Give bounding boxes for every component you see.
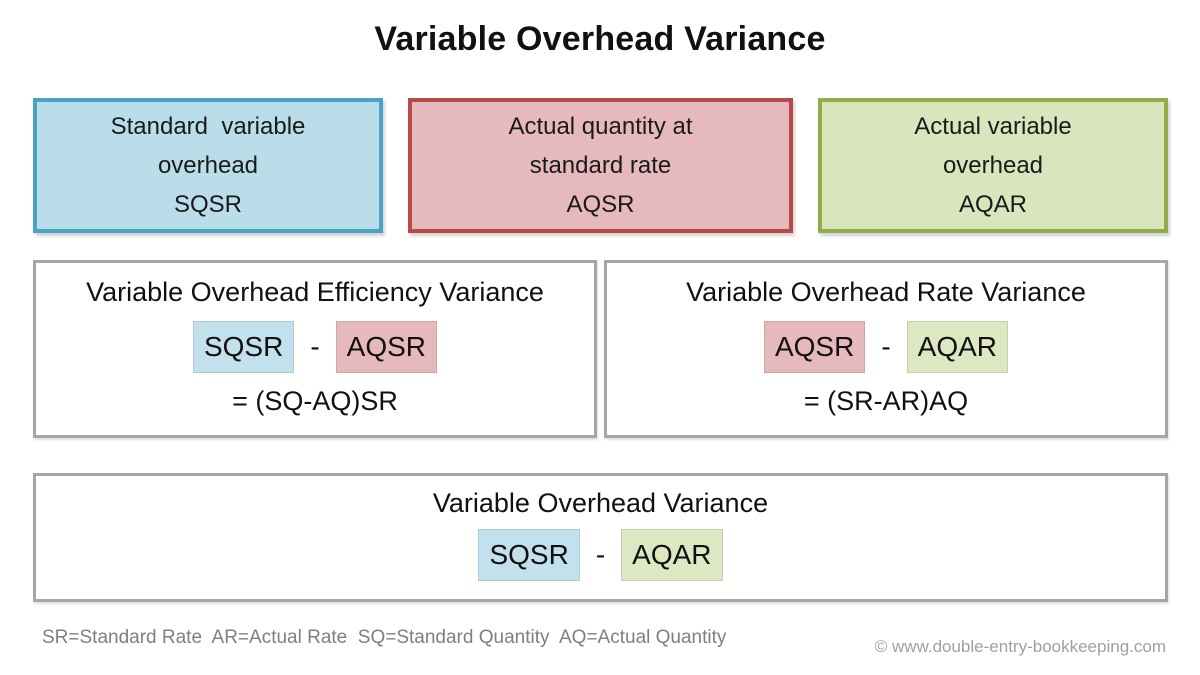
- panel-title: Variable Overhead Rate Variance: [686, 277, 1086, 307]
- chip-aqsr: AQSR: [763, 321, 866, 373]
- formula-row: SQSR - AQAR: [478, 529, 723, 581]
- abbreviation-legend: SR=Standard Rate AR=Actual Rate SQ=Stand…: [42, 627, 727, 648]
- chip-aqar: AQAR: [621, 529, 723, 581]
- chip-sqsr: SQSR: [478, 529, 580, 581]
- panel-total-variance: Variable Overhead Variance SQSR - AQAR: [33, 473, 1168, 602]
- equation: = (SR-AR)AQ: [803, 386, 969, 416]
- equation: = (SQ-AQ)SR: [232, 386, 398, 416]
- box-label: Actual variable overhead: [914, 113, 1072, 179]
- box-label: Actual quantity at standard rate: [508, 113, 693, 179]
- box-actual-variable-overhead: Actual variable overhead AQAR: [818, 98, 1168, 233]
- copyright-notice: © www.double-entry-bookkeeping.com: [874, 637, 1166, 656]
- panel-efficiency-variance: Variable Overhead Efficiency Variance SQ…: [33, 260, 597, 438]
- formula-row: AQSR - AQAR: [763, 321, 1009, 373]
- box-label: Standard variable overhead: [110, 113, 306, 179]
- formula-row: SQSR - AQSR: [192, 321, 438, 373]
- box-standard-variable-overhead: Standard variable overhead SQSR: [33, 98, 383, 233]
- box-code-aqar: AQAR: [958, 191, 1027, 218]
- box-code-aqsr: AQSR: [566, 191, 635, 218]
- minus-sign: -: [595, 539, 606, 570]
- box-code-sqsr: SQSR: [173, 191, 242, 218]
- page-title: Variable Overhead Variance: [374, 20, 826, 58]
- minus-sign: -: [881, 331, 891, 362]
- chip-aqsr: AQSR: [335, 321, 438, 373]
- box-actual-quantity-standard-rate: Actual quantity at standard rate AQSR: [408, 98, 793, 233]
- panel-rate-variance: Variable Overhead Rate Variance AQSR - A…: [604, 260, 1168, 438]
- minus-sign: -: [310, 331, 320, 362]
- panel-title: Variable Overhead Variance: [432, 488, 769, 518]
- panel-title: Variable Overhead Efficiency Variance: [86, 277, 544, 307]
- chip-sqsr: SQSR: [192, 321, 295, 373]
- chip-aqar: AQAR: [906, 321, 1009, 373]
